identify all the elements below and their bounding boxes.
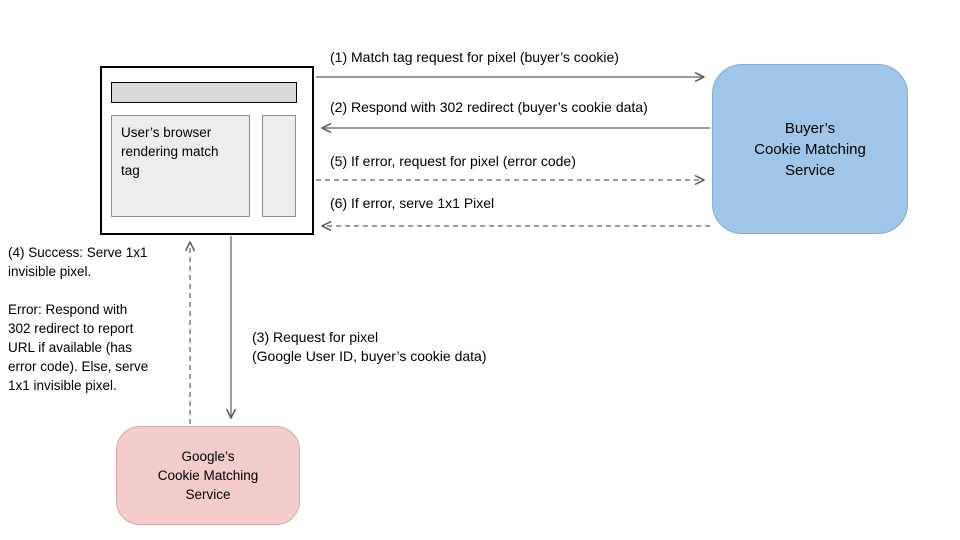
browser-address-bar <box>111 82 297 103</box>
arrow-6-label: (6) If error, serve 1x1 Pixel <box>330 195 495 211</box>
arrow-5-label: (5) If error, request for pixel (error c… <box>330 153 576 169</box>
google-cookie-matching-service-box: Google’s Cookie Matching Service <box>116 426 300 525</box>
buyer-cookie-matching-service-box: Buyer’s Cookie Matching Service <box>712 64 908 234</box>
user-browser-window: User’s browser rendering match tag <box>100 66 314 235</box>
google-service-label: Google’s Cookie Matching Service <box>157 449 259 502</box>
arrow-3-label: (3) Request for pixel (Google User ID, b… <box>252 329 487 364</box>
browser-content-label: User’s browser rendering match tag <box>111 115 250 217</box>
buyer-service-label: Buyer’s Cookie Matching Service <box>754 119 866 179</box>
arrow-1-label: (1) Match tag request for pixel (buyer’s… <box>330 49 619 65</box>
arrow-2-label: (2) Respond with 302 redirect (buyer’s c… <box>330 99 648 115</box>
browser-scrollbar <box>262 115 296 217</box>
arrow-4-label: (4) Success: Serve 1x1 invisible pixel. … <box>8 245 149 393</box>
